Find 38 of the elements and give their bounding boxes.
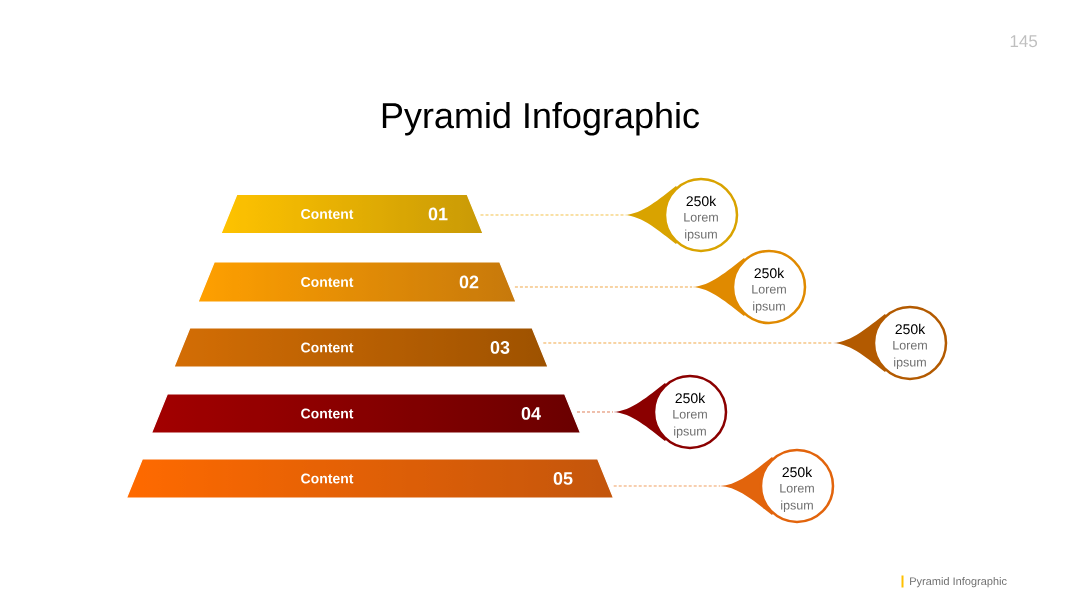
callout-caption: Lorem ipsum [780,483,814,513]
callout-pin [613,374,728,450]
dashed-connector [576,411,614,413]
callout-value: 250k [754,267,785,279]
pyramid-band [197,261,517,303]
callout-caption: Lorem ipsum [684,212,718,242]
band-label: Content [301,473,354,484]
band-label: Content [301,342,354,353]
band-label: Content [301,277,354,287]
callout-pin [692,249,807,325]
footer-text: Pyramid Infographic [910,577,1007,588]
step-number: 02 [459,275,479,289]
pyramid-band [125,458,615,499]
callout-caption: Lorem ipsum [893,340,927,370]
callout-value: 250k [782,466,813,478]
callout-pin [833,305,948,381]
callout-value: 250k [686,195,717,207]
pyramid-band [150,393,582,434]
band-label: Content [301,408,354,419]
step-number: 03 [490,341,510,354]
dashed-connector [542,342,834,344]
callout-caption: Lorem ipsum [752,284,786,314]
step-number: 05 [553,472,573,485]
band-label: Content [301,209,354,219]
page-number: 145 [1010,35,1038,48]
dashed-connector [480,214,625,216]
callout-pin [720,448,835,524]
callout-pin [624,177,739,253]
dashed-connector [613,485,721,487]
step-number: 01 [428,207,448,221]
callout-caption: Lorem ipsum [673,409,707,439]
title: Pyramid Infographic [382,101,700,136]
pyramid-band [173,327,549,368]
callout-value: 250k [895,323,926,335]
dashed-connector [514,286,693,288]
callout-value: 250k [675,392,706,404]
step-number: 04 [521,407,541,420]
pyramid-band [220,193,484,235]
